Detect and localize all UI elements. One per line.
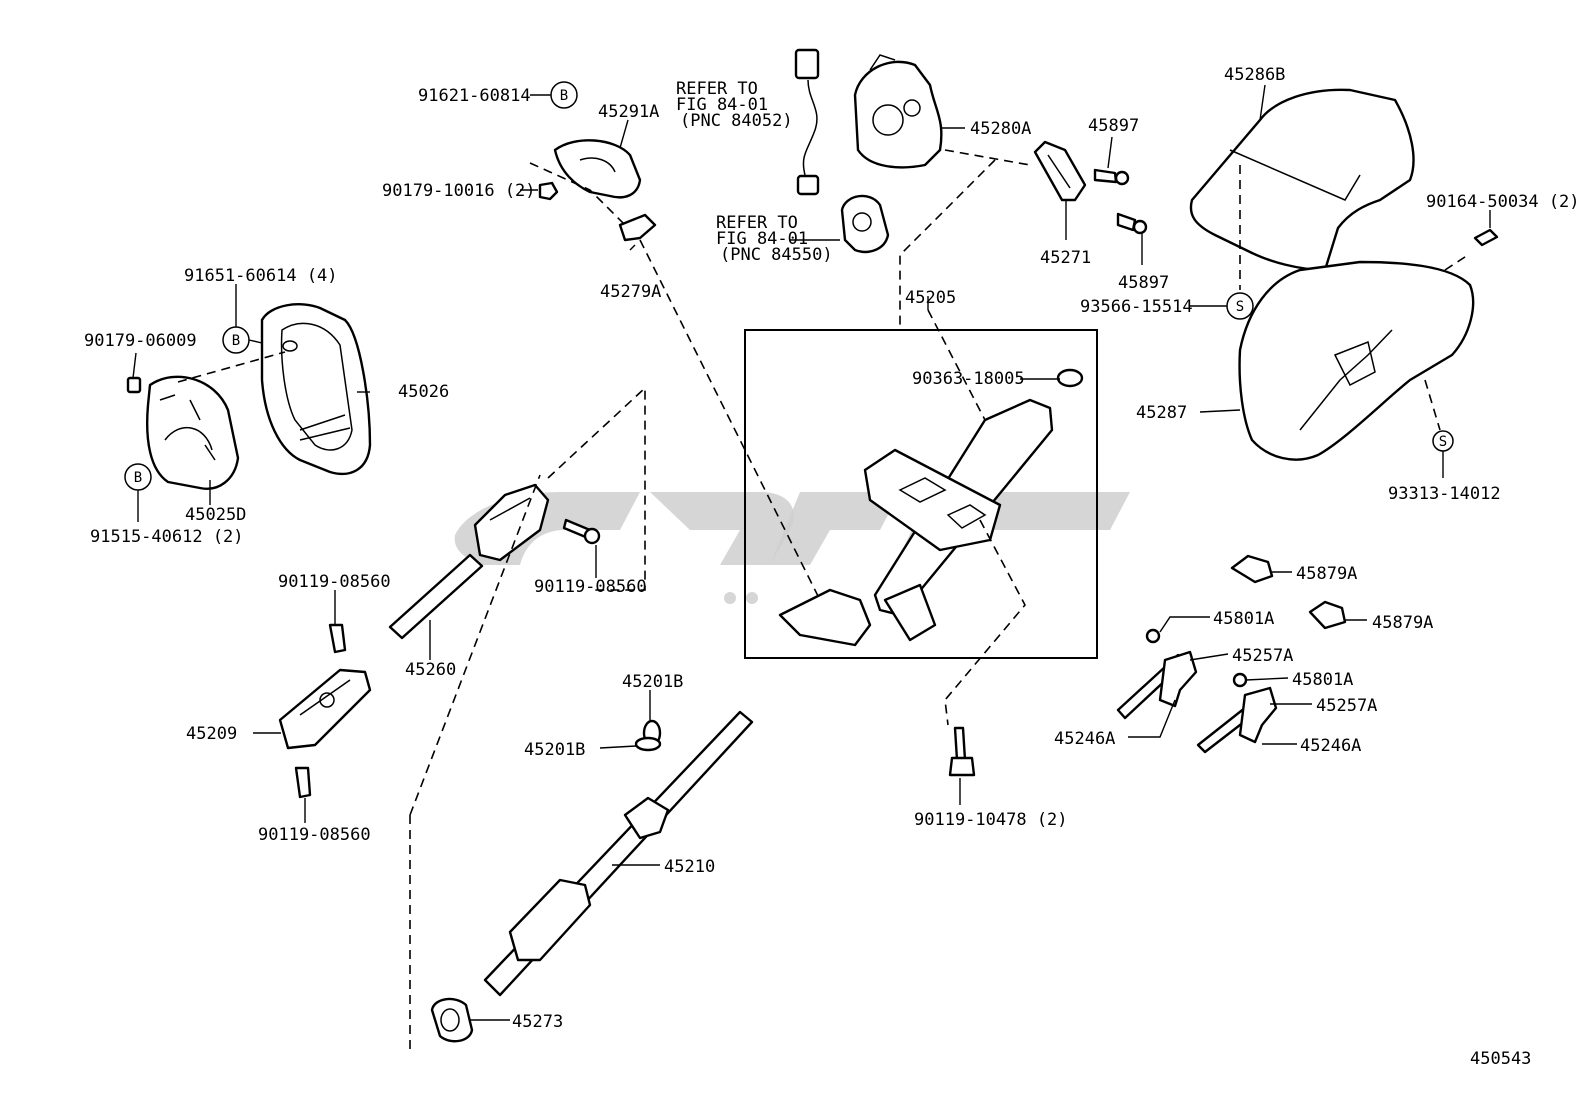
lever-45246A-right [1196, 686, 1278, 754]
diagram-id: 450543 [1470, 1049, 1531, 1069]
label-93313-14012: 93313-14012 [1388, 484, 1501, 504]
marker-b-mid: B [222, 326, 250, 354]
clip-45279A [618, 213, 657, 242]
cylinder-45271 [1033, 140, 1087, 202]
bolt-90119-10478 [948, 726, 976, 777]
label-45897-top: 45897 [1088, 116, 1139, 136]
column-cover-45286B [1189, 88, 1415, 272]
screw-90179-06009 [126, 376, 142, 394]
pin-45801A-bottom [1232, 672, 1248, 688]
label-45271: 45271 [1040, 248, 1091, 268]
screw-type-s-mark: S [1236, 299, 1244, 315]
bolt-type-b-mark: B [232, 333, 240, 349]
label-45897-bottom: 45897 [1118, 273, 1169, 293]
refer-note-1-line-3: (PNC 84052) [680, 111, 793, 131]
refer-note-2-line-2: FIG 84-01 [716, 229, 808, 249]
label-45209: 45209 [186, 724, 237, 744]
assembly-lines [177, 149, 1469, 1055]
label-45273: 45273 [512, 1012, 563, 1032]
label-91621-60814: 91621-60814 [418, 86, 531, 106]
label-90179-06009: 90179-06009 [84, 331, 197, 351]
lower-cover-45026 [260, 303, 372, 476]
label-45287: 45287 [1136, 403, 1187, 423]
label-91651-60614: 91651-60614 (4) [184, 266, 338, 286]
screw-90164-50034 [1473, 228, 1499, 247]
label-45260: 45260 [405, 660, 456, 680]
label-45801A-bottom: 45801A [1292, 670, 1353, 690]
universal-joint-45209 [278, 668, 372, 750]
label-45210: 45210 [664, 857, 715, 877]
leader-lines [132, 84, 1491, 1021]
label-45279A: 45279A [600, 282, 661, 302]
nut-90179-10016 [538, 181, 559, 201]
marker-s-lower: S [1432, 430, 1454, 452]
label-90119-10478: 90119-10478 (2) [914, 810, 1068, 830]
bolt-90119-08560-a [562, 518, 601, 545]
main-shaft-45210 [483, 710, 754, 997]
bolt-90119-08560-c [294, 766, 312, 799]
label-45201B-top: 45201B [622, 672, 683, 692]
sensor-84550 [840, 194, 890, 254]
lower-cover-45025D [146, 375, 240, 490]
label-45280A: 45280A [970, 119, 1031, 139]
pad-45879A-bottom [1308, 600, 1347, 630]
marker-b-low: B [124, 463, 152, 491]
marker-b-top: B [550, 81, 578, 109]
label-91515-40612: 91515-40612 (2) [90, 527, 244, 547]
label-90164-50034: 90164-50034 (2) [1426, 192, 1580, 212]
marker-s-upper: S [1226, 292, 1254, 320]
steering-column-45205 [778, 368, 1084, 647]
label-45205: 45205 [905, 288, 956, 308]
lever-45246A-left [1116, 650, 1198, 720]
bolt-type-b-mark: B [560, 88, 568, 104]
label-90363-18005: 90363-18005 [912, 369, 1025, 389]
bolt-90119-08560-b [328, 623, 347, 654]
screw-45897-bottom [1116, 212, 1148, 235]
label-45801A-top: 45801A [1213, 609, 1274, 629]
refer-note-2-line-3: (PNC 84550) [720, 245, 833, 265]
bolt-type-b-mark: B [134, 470, 142, 486]
screw-type-s-mark: S [1439, 434, 1447, 450]
label-45246A-left: 45246A [1054, 729, 1115, 749]
refer-note-1-line-1: REFER TO [676, 79, 758, 99]
label-45257A-top: 45257A [1232, 646, 1293, 666]
refer-note-1-line-2: FIG 84-01 [676, 95, 768, 115]
label-93566-15514: 93566-15514 [1080, 297, 1193, 317]
pin-45801A-top [1145, 628, 1161, 644]
screw-45897-top [1093, 168, 1130, 186]
intermediate-shaft-45260 [388, 483, 550, 640]
label-45026: 45026 [398, 382, 449, 402]
label-45879A-top: 45879A [1296, 564, 1357, 584]
label-45201B-bottom: 45201B [524, 740, 585, 760]
label-90119-08560-b: 90119-08560 [278, 572, 391, 592]
label-45257A-bottom: 45257A [1316, 696, 1377, 716]
label-90119-08560-a: 90119-08560 [534, 577, 647, 597]
label-90119-08560-c: 90119-08560 [258, 825, 371, 845]
bushing-45273 [430, 997, 474, 1043]
label-45246A-right: 45246A [1300, 736, 1361, 756]
label-90179-10016: 90179-10016 (2) [382, 181, 536, 201]
pad-45879A-top [1230, 554, 1274, 584]
column-cover-45287 [1238, 260, 1475, 461]
label-45291A: 45291A [598, 102, 659, 122]
part-labels: 91621-60814 45291A 90179-10016 (2) 45279… [84, 65, 1580, 1069]
assembly-box-45205 [744, 329, 1098, 659]
connector-84052 [794, 48, 820, 196]
springs-45201B [634, 719, 662, 752]
label-45286B: 45286B [1224, 65, 1285, 85]
ignition-switch-45280A [853, 54, 943, 169]
label-45879A-bottom: 45879A [1372, 613, 1433, 633]
label-45025D: 45025D [185, 505, 246, 525]
bracket-45291A [553, 139, 642, 199]
refer-note-2-line-1: REFER TO [716, 213, 798, 233]
